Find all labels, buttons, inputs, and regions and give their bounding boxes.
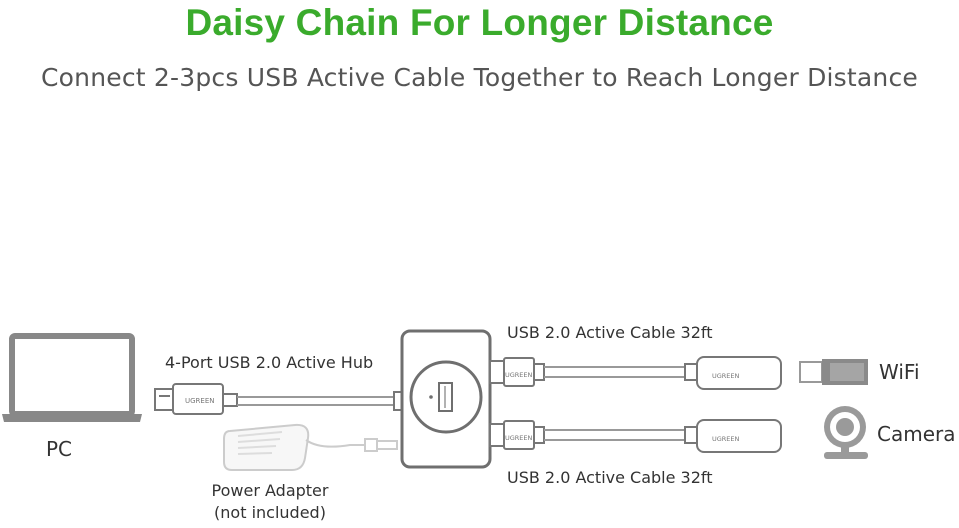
cable-top-label: USB 2.0 Active Cable 32ft: [507, 323, 713, 342]
power-adapter-label-line2: (not included): [214, 503, 326, 522]
camera-label: Camera: [877, 422, 956, 446]
hub-label: 4-Port USB 2.0 Active Hub: [165, 353, 374, 372]
page-title: Daisy Chain For Longer Distance: [185, 2, 774, 43]
pc-hub-cable: UGREEN: [154, 383, 405, 415]
bottom-active-cable: UGREEN UGREEN: [489, 419, 782, 453]
pc-label: PC: [46, 437, 73, 461]
svg-text:UGREEN: UGREEN: [505, 434, 533, 442]
power-adapter-icon: [223, 423, 398, 471]
wifi-label: WiFi: [879, 360, 920, 384]
cable-bottom-label: USB 2.0 Active Cable 32ft: [507, 468, 713, 487]
svg-text:UGREEN: UGREEN: [712, 372, 740, 380]
svg-text:UGREEN: UGREEN: [505, 371, 533, 379]
wifi-dongle-icon: [799, 359, 868, 385]
hub-icon: [400, 329, 492, 469]
webcam-icon: [824, 406, 868, 459]
laptop-icon: [2, 333, 142, 422]
power-adapter-label-line1: Power Adapter: [211, 481, 329, 500]
svg-text:UGREEN: UGREEN: [185, 397, 215, 405]
page-subtitle: Connect 2-3pcs USB Active Cable Together…: [41, 63, 918, 92]
power-adapter-label: Power Adapter (not included): [200, 480, 340, 524]
top-active-cable: UGREEN UGREEN: [489, 356, 782, 390]
svg-text:UGREEN: UGREEN: [712, 435, 740, 443]
